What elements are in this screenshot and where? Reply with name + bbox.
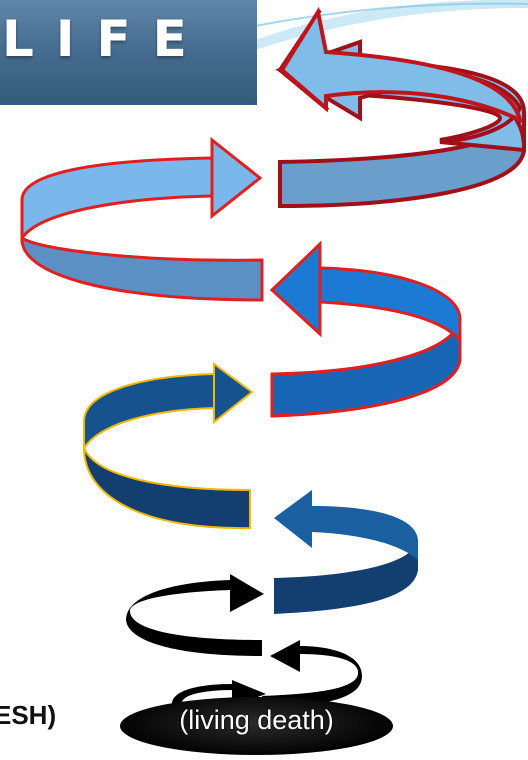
tier6-arrow-left-icon	[270, 640, 300, 672]
bottom-badge: (living death)	[120, 697, 393, 755]
tier3-arrow-head-icon	[269, 240, 322, 338]
tier3-front-band	[318, 266, 462, 344]
title-banner: LIFE	[0, 0, 257, 105]
tier1-spiral	[275, 6, 527, 209]
tier2-back-band	[20, 235, 264, 302]
tier3-spiral	[269, 240, 462, 418]
tier6-coil-2	[262, 646, 362, 708]
tier5-arrow-head-icon	[274, 490, 312, 548]
tier2-spiral	[20, 136, 264, 302]
tier2-front-band	[20, 156, 214, 243]
tier5-front-band	[312, 506, 418, 560]
tier4-front-band	[83, 372, 215, 452]
tier4-arrow-head-icon	[213, 362, 254, 425]
title: LIFE	[2, 10, 209, 68]
tier4-spiral	[83, 362, 254, 530]
tier2-arrow-head-icon	[210, 136, 263, 220]
left-label: ESH)	[0, 700, 57, 730]
tier6-arrow-right-icon	[230, 574, 264, 612]
tier3-back-band	[270, 317, 462, 418]
tier4-back-band	[83, 447, 251, 530]
tier6-coil-1	[126, 580, 262, 656]
bottom-label: (living death)	[179, 705, 334, 735]
tier5-spiral	[274, 490, 418, 614]
tier5-back-band	[274, 540, 418, 614]
